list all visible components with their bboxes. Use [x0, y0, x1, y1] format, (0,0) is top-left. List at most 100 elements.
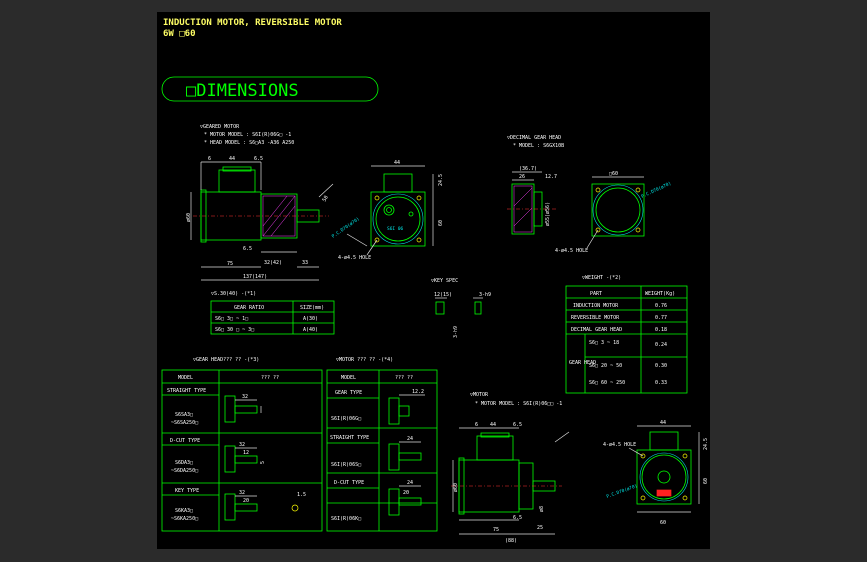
cad-drawing: INDUCTION MOTOR, REVERSIBLE MOTOR 6W □60…	[161, 18, 709, 544]
decimal-model: * MODEL : S6GX10B	[513, 143, 564, 149]
dim-decimal-box60: □60	[609, 171, 618, 177]
gearhead-straight-32: 32	[242, 394, 248, 400]
motor-model: * MOTOR MODEL : S6I(R)06□□ -1	[475, 401, 562, 407]
ratio-row2-ratio: S6□ 30 □ ~ 3□	[215, 327, 254, 333]
dim-front-hole: 4-ø4.5 HOLE	[338, 255, 371, 261]
motortbl-gear-model: S6I(R)06G□	[331, 416, 361, 422]
gear-head-table: ▽GEAR HEAD??? ?? -(*3) MODEL ??? ?? STRA…	[161, 357, 323, 532]
gearhead-key-model2: ~S6KA250□	[171, 516, 198, 522]
dim-motor-65: 6.5	[513, 422, 522, 428]
dim-motor-65b: 6.5	[513, 515, 522, 521]
gearhead-key-15: 1.5	[297, 492, 306, 498]
gearhead-header-model: MODEL	[178, 375, 193, 381]
header-subtitle: 6W □60	[163, 29, 196, 39]
header-title: INDUCTION MOTOR, REVERSIBLE MOTOR	[163, 18, 342, 28]
gearhead-dcut-model1: S6DA3□	[175, 460, 193, 466]
weight-row1-value: 0.76	[655, 303, 667, 309]
dim-geared-phi60: ø60	[186, 213, 192, 222]
weight-header-kg: WEIGHT(Kg)	[645, 291, 675, 297]
gearhead-dcut-model2: ~S6DA250□	[171, 468, 198, 474]
dim-motor-75: 75	[493, 527, 499, 533]
dim-decimal-26: 26	[519, 174, 525, 180]
dim-geared-32: 32(42)	[264, 260, 282, 266]
dim-front-60: 60	[438, 220, 444, 226]
dim-motor-44: 44	[490, 422, 496, 428]
motortbl-straight-type: STRAIGHT TYPE	[330, 435, 369, 441]
geared-motor-section: ▽GEARED MOTOR * MOTOR MODEL : S6I(R)06G□…	[186, 124, 444, 281]
key-spec-section: ▽KEY SPEC 12(15) 3-h9 3-h9	[431, 278, 491, 338]
dim-geared-75: 75	[227, 261, 233, 267]
weight-title: ▽WEIGHT -(*2)	[582, 275, 621, 281]
gearhead-straight-type: STRAIGHT TYPE	[167, 388, 206, 394]
gearhead-key-32: 32	[239, 490, 245, 496]
dim-geared-65b: 6.5	[243, 246, 252, 252]
motor-front-view: 44 24.5 60 60 4-ø4.5 HOLE P.C.D70(ø70)	[603, 420, 709, 526]
ratio-title: ▽S.30(40) -(*1)	[211, 291, 256, 297]
gearhead-dcut-12: 12	[243, 450, 249, 456]
weight-header-part: PART	[590, 291, 602, 297]
dim-geared-44: 44	[229, 156, 235, 162]
dim-motor-phi60: ø60	[453, 483, 459, 492]
gearhead-straight-model2: ~S6SA250□	[171, 420, 198, 426]
motortbl-header-shape: ??? ??	[395, 375, 413, 381]
dimensions-banner: □DIMENSIONS	[161, 76, 379, 102]
gearhead-straight-model1: S6SA3□	[175, 412, 193, 418]
motortbl-header-model: MODEL	[341, 375, 356, 381]
gearhead-dcut-5: 5	[260, 461, 266, 464]
key-dim-length: 12(15)	[434, 292, 452, 298]
gearhead-key-model1: S6KA3□	[175, 508, 193, 514]
svg-text:P.C.D70(ø70): P.C.D70(ø70)	[640, 181, 672, 200]
geared-motor-side-view: 6 44 6.5 75 32(42) 33 137(147) 6.5 ø60 5…	[186, 156, 334, 281]
drawing-sheet: INDUCTION MOTOR, REVERSIBLE MOTOR 6W □60…	[157, 12, 710, 549]
weight-row3-part: DECIMAL GEAR HEAD	[571, 327, 622, 333]
motortbl-key-20: 20	[403, 490, 409, 496]
gearhead-title: ▽GEAR HEAD??? ?? -(*3)	[193, 357, 259, 363]
motortbl-gear-type: GEAR TYPE	[335, 390, 362, 396]
weight-gear3-part: S6□ 60 ~ 250	[589, 380, 625, 386]
dim-geared-33: 33	[302, 260, 308, 266]
svg-text:S6I 06: S6I 06	[387, 226, 404, 232]
dim-motor-front-60: 60	[703, 478, 709, 484]
svg-text:ø55(ø56): ø55(ø56)	[545, 202, 551, 226]
dim-geared-137: 137(147)	[243, 274, 267, 280]
key-dim-width: 3-h9	[479, 292, 491, 298]
weight-row2-part: REVERSIBLE MOTOR	[571, 315, 620, 321]
motortbl-gear-122: 12.2	[412, 389, 424, 395]
dim-motor-hole: 4-ø4.5 HOLE	[603, 442, 636, 448]
dim-motor-6: 6	[475, 422, 478, 428]
gearhead-dcut-32: 32	[239, 442, 245, 448]
dim-front-pcd: P.C.D70(ø70)	[331, 216, 361, 240]
motortbl-key-model: S6I(R)06K□	[331, 516, 361, 522]
dim-motor-pcd: P.C.D70(ø70)	[606, 483, 639, 500]
ratio-table: ▽S.30(40) -(*1) GEAR RATIO SIZE(mm) S6□ …	[210, 291, 335, 335]
ratio-row2-size: A(40)	[303, 327, 318, 333]
dim-motor-front-60b: 60	[660, 520, 666, 526]
dim-geared-6: 6	[208, 156, 211, 162]
dim-motor-25: 25	[537, 525, 543, 531]
motortbl-title: ▽MOTOR ??? ?? -(*4)	[336, 357, 393, 363]
weight-row1-part: INDUCTION MOTOR	[573, 303, 619, 309]
motortbl-key-24: 24	[407, 480, 413, 486]
motor-table: ▽MOTOR ??? ?? -(*4) MODEL ??? ?? GEAR TY…	[326, 357, 438, 532]
weight-row3-value: 0.18	[655, 327, 667, 333]
ratio-row1-size: A(30)	[303, 316, 318, 322]
ratio-header-ratio: GEAR RATIO	[234, 305, 264, 311]
dim-motor-front-44: 44	[660, 420, 666, 426]
geared-model1: * MOTOR MODEL : S6I(R)06G□ -1	[204, 132, 291, 138]
geared-model2: * HEAD MODEL : S6□A3 -A36 A250	[204, 140, 294, 146]
dim-decimal-127: 12.7	[545, 174, 557, 180]
key-title: ▽KEY SPEC	[431, 278, 458, 284]
dim-front-245: 24.5	[438, 174, 444, 186]
dim-motor-phi8: ø8	[539, 506, 545, 512]
geared-motor-front-view: S6I 06 44 24.5 60 P.C.D70(ø70) 4-ø4.5 HO…	[331, 160, 444, 261]
banner-title: □DIMENSIONS	[186, 81, 299, 101]
motor-title: ▽MOTOR	[470, 392, 489, 398]
svg-text:3-h9: 3-h9	[453, 326, 459, 338]
dim-motor-88: (88)	[505, 538, 517, 544]
dim-front-44: 44	[394, 160, 400, 166]
dim-motor-front-245: 24.5	[703, 438, 709, 450]
weight-gear2-value: 0.30	[655, 363, 667, 369]
motortbl-straight-24: 24	[407, 436, 413, 442]
weight-gear1-value: 0.24	[655, 342, 667, 348]
motor-section: ▽MOTOR * MOTOR MODEL : S6I(R)06□□ -1 6 4…	[451, 392, 709, 544]
